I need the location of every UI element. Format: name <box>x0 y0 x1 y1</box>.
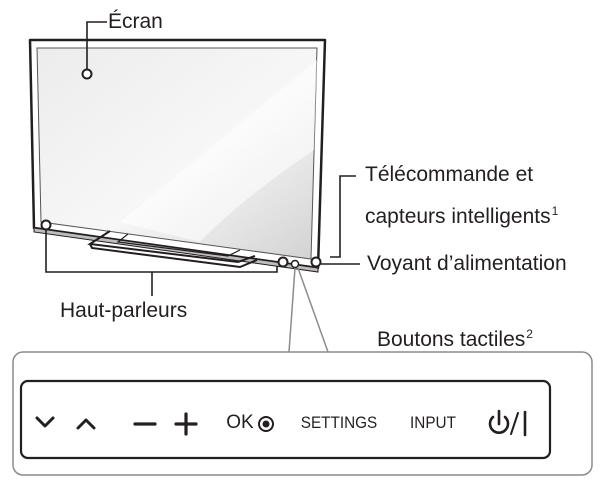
label-screen: Écran <box>108 10 163 33</box>
button-panel <box>19 379 552 460</box>
label-remote-line1: Télécommande et <box>365 163 534 186</box>
ok-dot-icon <box>258 416 274 432</box>
label-remote-line2: capteurs intelligents1 <box>365 199 558 229</box>
label-speakers: Haut-parleurs <box>60 299 188 322</box>
label-remote-sup: 1 <box>551 204 559 218</box>
chevron-up-icon <box>76 418 96 430</box>
power-icon <box>488 409 527 437</box>
callout-dot-screen <box>81 68 93 80</box>
callout-dot-touch <box>290 259 300 269</box>
input-button-label: INPUT <box>410 413 456 432</box>
callout-dot-speaker-left <box>40 219 52 231</box>
label-touch-sup: 2 <box>526 327 533 341</box>
plus-icon <box>174 412 198 436</box>
callout-dot-power-led <box>310 256 322 268</box>
leader-lines <box>45 21 493 376</box>
chevron-down-icon <box>35 416 55 428</box>
label-touch-text: Boutons tactiles <box>377 328 526 351</box>
ok-button-label: OK <box>226 412 254 433</box>
tv-screen <box>28 38 327 273</box>
settings-button-label: SETTINGS <box>300 413 378 432</box>
label-power-led: Voyant d’alimentation <box>367 252 567 275</box>
tv-stand <box>87 230 258 269</box>
label-remote-text: capteurs intelligents <box>365 205 551 228</box>
zoom-lines <box>288 267 329 353</box>
callout-dot-speaker-right <box>277 256 289 268</box>
label-touch-buttons: Boutons tactiles2 <box>377 322 533 352</box>
